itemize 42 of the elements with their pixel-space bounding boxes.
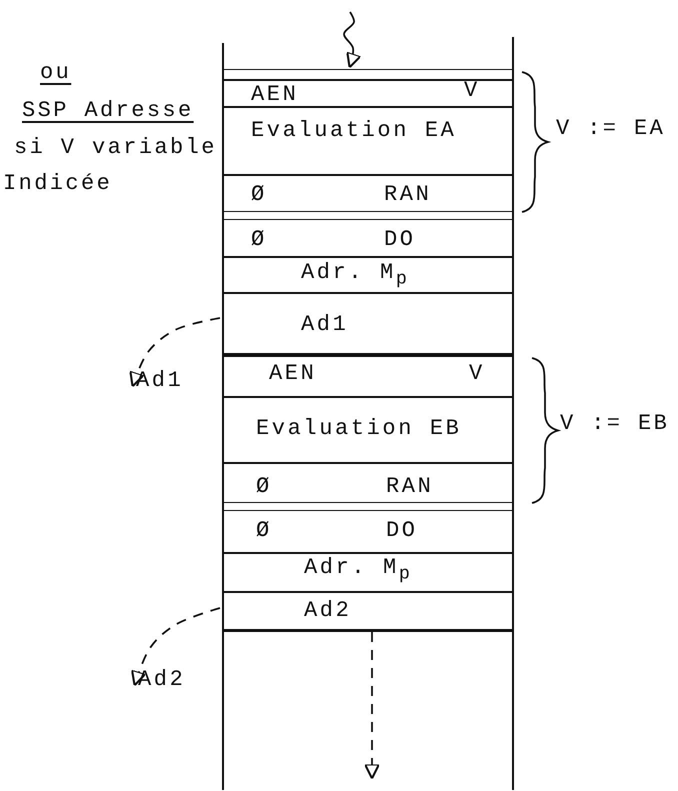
row-text: Ad2 bbox=[304, 600, 352, 622]
memory-row bbox=[223, 553, 513, 592]
dashed-arrow bbox=[364, 632, 380, 780]
memory-row bbox=[223, 175, 513, 212]
memory-row bbox=[223, 257, 513, 293]
row-text: Ø bbox=[256, 520, 272, 542]
assignment-label: V := EB bbox=[560, 413, 670, 435]
row-text: RAN bbox=[384, 184, 432, 206]
row-text: Evaluation EA bbox=[251, 120, 456, 142]
row-text: V bbox=[464, 80, 480, 102]
row-text: DO bbox=[386, 520, 418, 542]
row-text: Ad1 bbox=[301, 314, 348, 336]
assignment-label: V := EA bbox=[556, 118, 666, 140]
memory-row bbox=[223, 69, 513, 107]
note-text: Indicée bbox=[3, 173, 112, 195]
row-text: AEN bbox=[269, 363, 316, 385]
jump-label: Ad2 bbox=[138, 667, 198, 693]
row-text: Adr. M$_{p}$ bbox=[304, 557, 412, 584]
memory-row bbox=[223, 356, 513, 397]
memory-row bbox=[223, 219, 513, 257]
row-text: Ø bbox=[251, 184, 267, 206]
memory-row bbox=[223, 107, 513, 175]
memory-row bbox=[223, 293, 513, 356]
row-text: V bbox=[469, 363, 485, 385]
arrow bbox=[343, 12, 362, 68]
dashed-arrow bbox=[129, 317, 220, 388]
memory-row bbox=[223, 592, 513, 632]
row-text: DO bbox=[384, 229, 416, 251]
note-text: SSP Adresse bbox=[22, 100, 194, 122]
row-text: Adr. M$_{p}$ bbox=[301, 262, 410, 289]
note-text: ou bbox=[40, 62, 72, 84]
row-text: Ø bbox=[251, 229, 267, 251]
memory-row bbox=[223, 463, 513, 503]
memory-row bbox=[223, 510, 513, 553]
row-text: RAN bbox=[386, 476, 434, 498]
row-text: Ø bbox=[256, 476, 272, 498]
note-text: si V variable bbox=[14, 137, 217, 159]
row-text: AEN bbox=[251, 84, 298, 106]
row-text: Evaluation EB bbox=[256, 418, 462, 440]
dashed-arrow bbox=[131, 607, 220, 686]
jump-label: Ad1 bbox=[136, 368, 196, 394]
memory-row bbox=[223, 397, 513, 463]
